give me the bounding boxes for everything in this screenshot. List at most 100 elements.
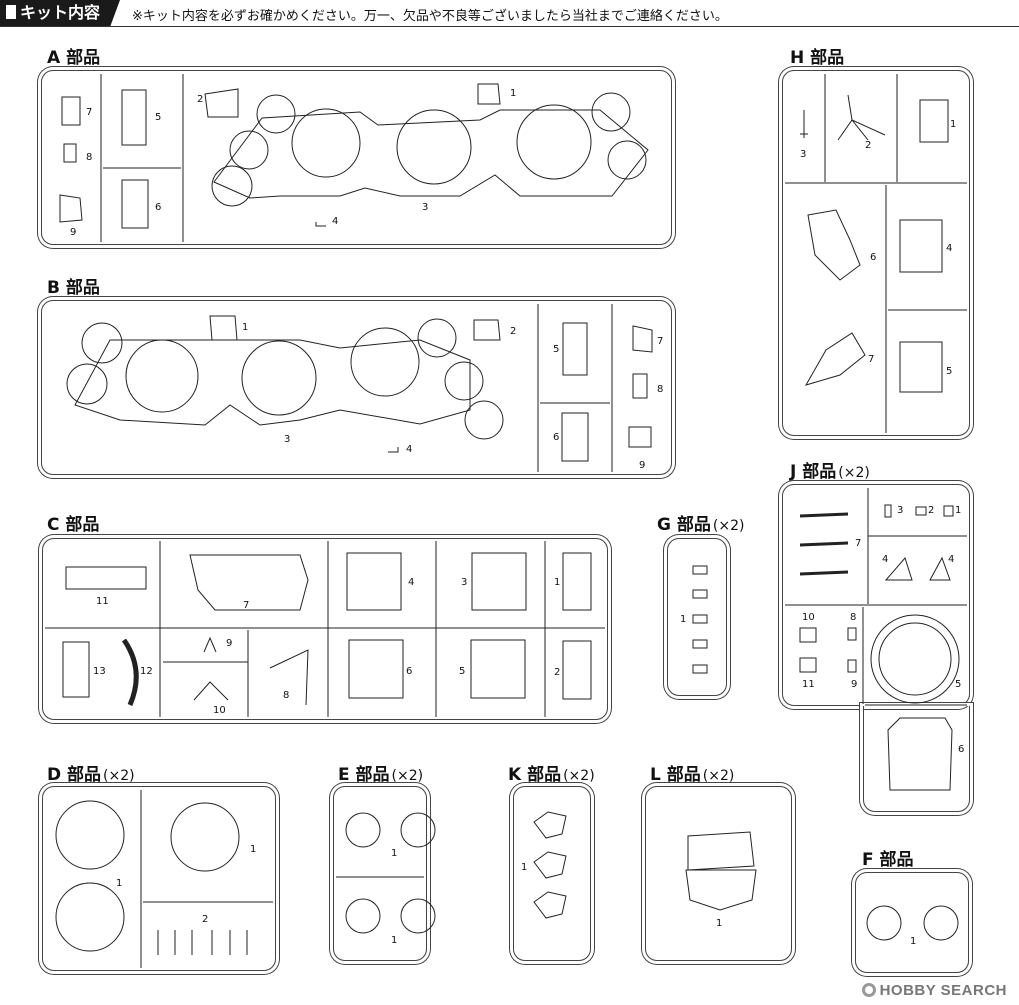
sprue-f-parts	[866, 905, 959, 941]
part-j5	[870, 614, 960, 704]
part-number-j-11: 6	[958, 744, 964, 755]
part-b6	[561, 412, 589, 462]
part-number-j-7: 8	[850, 612, 856, 623]
hobby-search-watermark: HOBBY SEARCH	[861, 982, 1007, 999]
part-number-j-10: 5	[955, 679, 961, 690]
sprue-l-parts	[685, 831, 757, 911]
part-c11	[65, 566, 147, 590]
part-number-h-5: 7	[868, 354, 874, 365]
sprue-k-parts	[533, 811, 567, 919]
part-number-a-6: 1	[510, 88, 516, 99]
part-c4	[346, 552, 402, 611]
part-j7-c	[799, 570, 849, 576]
part-j7-b	[799, 541, 849, 547]
part-a9	[59, 194, 83, 223]
part-c10	[193, 681, 229, 701]
sprue-frame-l	[645, 786, 792, 961]
part-number-j-9: 9	[851, 679, 857, 690]
part-j9	[847, 659, 857, 673]
part-number-d-2: 2	[202, 914, 208, 925]
part-j4-b	[929, 556, 951, 581]
kit-contents-note: ※キット内容を必ずお確かめください。万一、欠品や不良等ございましたら当社までご連…	[132, 9, 728, 24]
part-number-c-3: 3	[461, 577, 467, 588]
part-c2	[562, 640, 592, 700]
sprue-title-h: H 部品	[790, 48, 845, 68]
sprue-c-parts	[45, 541, 605, 717]
part-number-h-6: 5	[946, 366, 952, 377]
sprue-title-f: F 部品	[862, 850, 914, 870]
part-number-g-0: 1	[680, 614, 686, 625]
sprue-frame-c	[42, 538, 608, 720]
part-l1-top	[687, 831, 755, 871]
part-g1-c	[692, 614, 708, 624]
part-a8	[63, 143, 77, 163]
part-f1-a	[866, 905, 902, 941]
part-number-b-7: 3	[284, 434, 290, 445]
sprue-h-parts	[785, 74, 967, 433]
part-number-j-6: 10	[802, 612, 815, 623]
part-c3	[471, 552, 527, 611]
part-g1-e	[692, 664, 708, 674]
part-number-k-0: 1	[521, 862, 527, 873]
part-number-d-1: 1	[250, 844, 256, 855]
part-h7	[804, 332, 866, 386]
part-number-c-0: 11	[96, 596, 109, 607]
part-e1-a	[345, 812, 381, 848]
sprue-d-parts	[55, 790, 273, 968]
part-j10	[799, 627, 817, 643]
part-number-l-0: 1	[716, 918, 722, 929]
part-number-c-10: 5	[459, 666, 465, 677]
part-c13	[62, 641, 90, 698]
part-a3-disc-2	[396, 109, 472, 185]
part-j2	[915, 506, 927, 516]
sprue-frame-b	[41, 300, 672, 475]
sprue-frame-g	[667, 538, 727, 696]
part-h5	[899, 341, 943, 393]
part-number-j-5: 4	[948, 554, 954, 565]
sprue-e-parts	[336, 812, 436, 934]
part-number-b-0: 1	[242, 322, 248, 333]
part-b4	[388, 447, 399, 453]
sprue-frame-a	[41, 70, 672, 245]
hobby-search-logo-icon	[861, 983, 876, 997]
part-a3	[213, 109, 649, 199]
part-number-a-8: 3	[422, 202, 428, 213]
part-a7	[61, 96, 81, 126]
part-a3-disc-3	[516, 104, 592, 180]
part-number-b-1: 2	[510, 326, 516, 337]
part-number-b-5: 6	[553, 432, 559, 443]
part-number-f-0: 1	[910, 936, 916, 947]
header-rule	[0, 26, 1019, 27]
sprue-title-j: J 部品(×2)	[790, 462, 870, 482]
part-number-a-3: 6	[155, 202, 161, 213]
part-number-j-4: 4	[882, 554, 888, 565]
sprue-g-parts	[692, 565, 708, 674]
part-a6	[121, 179, 149, 229]
part-a2	[204, 88, 239, 118]
sprue-frame-k	[513, 786, 591, 961]
part-b2	[473, 319, 501, 341]
part-number-b-6: 9	[639, 460, 645, 471]
part-b5	[562, 322, 588, 376]
sprue-j-parts	[785, 488, 967, 791]
part-j3	[884, 504, 892, 518]
part-number-a-5: 2	[197, 94, 203, 105]
part-number-a-7: 4	[332, 216, 338, 227]
part-g1-b	[692, 589, 708, 599]
part-k1-b	[533, 851, 567, 879]
part-number-b-2: 5	[553, 344, 559, 355]
part-j8	[847, 627, 857, 641]
part-number-a-2: 8	[86, 152, 92, 163]
part-number-e-1: 1	[391, 935, 397, 946]
part-j6	[887, 717, 953, 791]
part-number-e-0: 1	[391, 848, 397, 859]
part-number-b-3: 7	[657, 336, 663, 347]
part-number-h-4: 4	[946, 243, 952, 254]
sprue-title-d: D 部品(×2)	[47, 765, 135, 785]
part-c5	[470, 639, 526, 699]
part-j11	[799, 657, 817, 673]
part-c12	[121, 638, 139, 706]
sprue-title-e: E 部品(×2)	[338, 765, 424, 785]
part-number-c-2: 4	[408, 577, 414, 588]
